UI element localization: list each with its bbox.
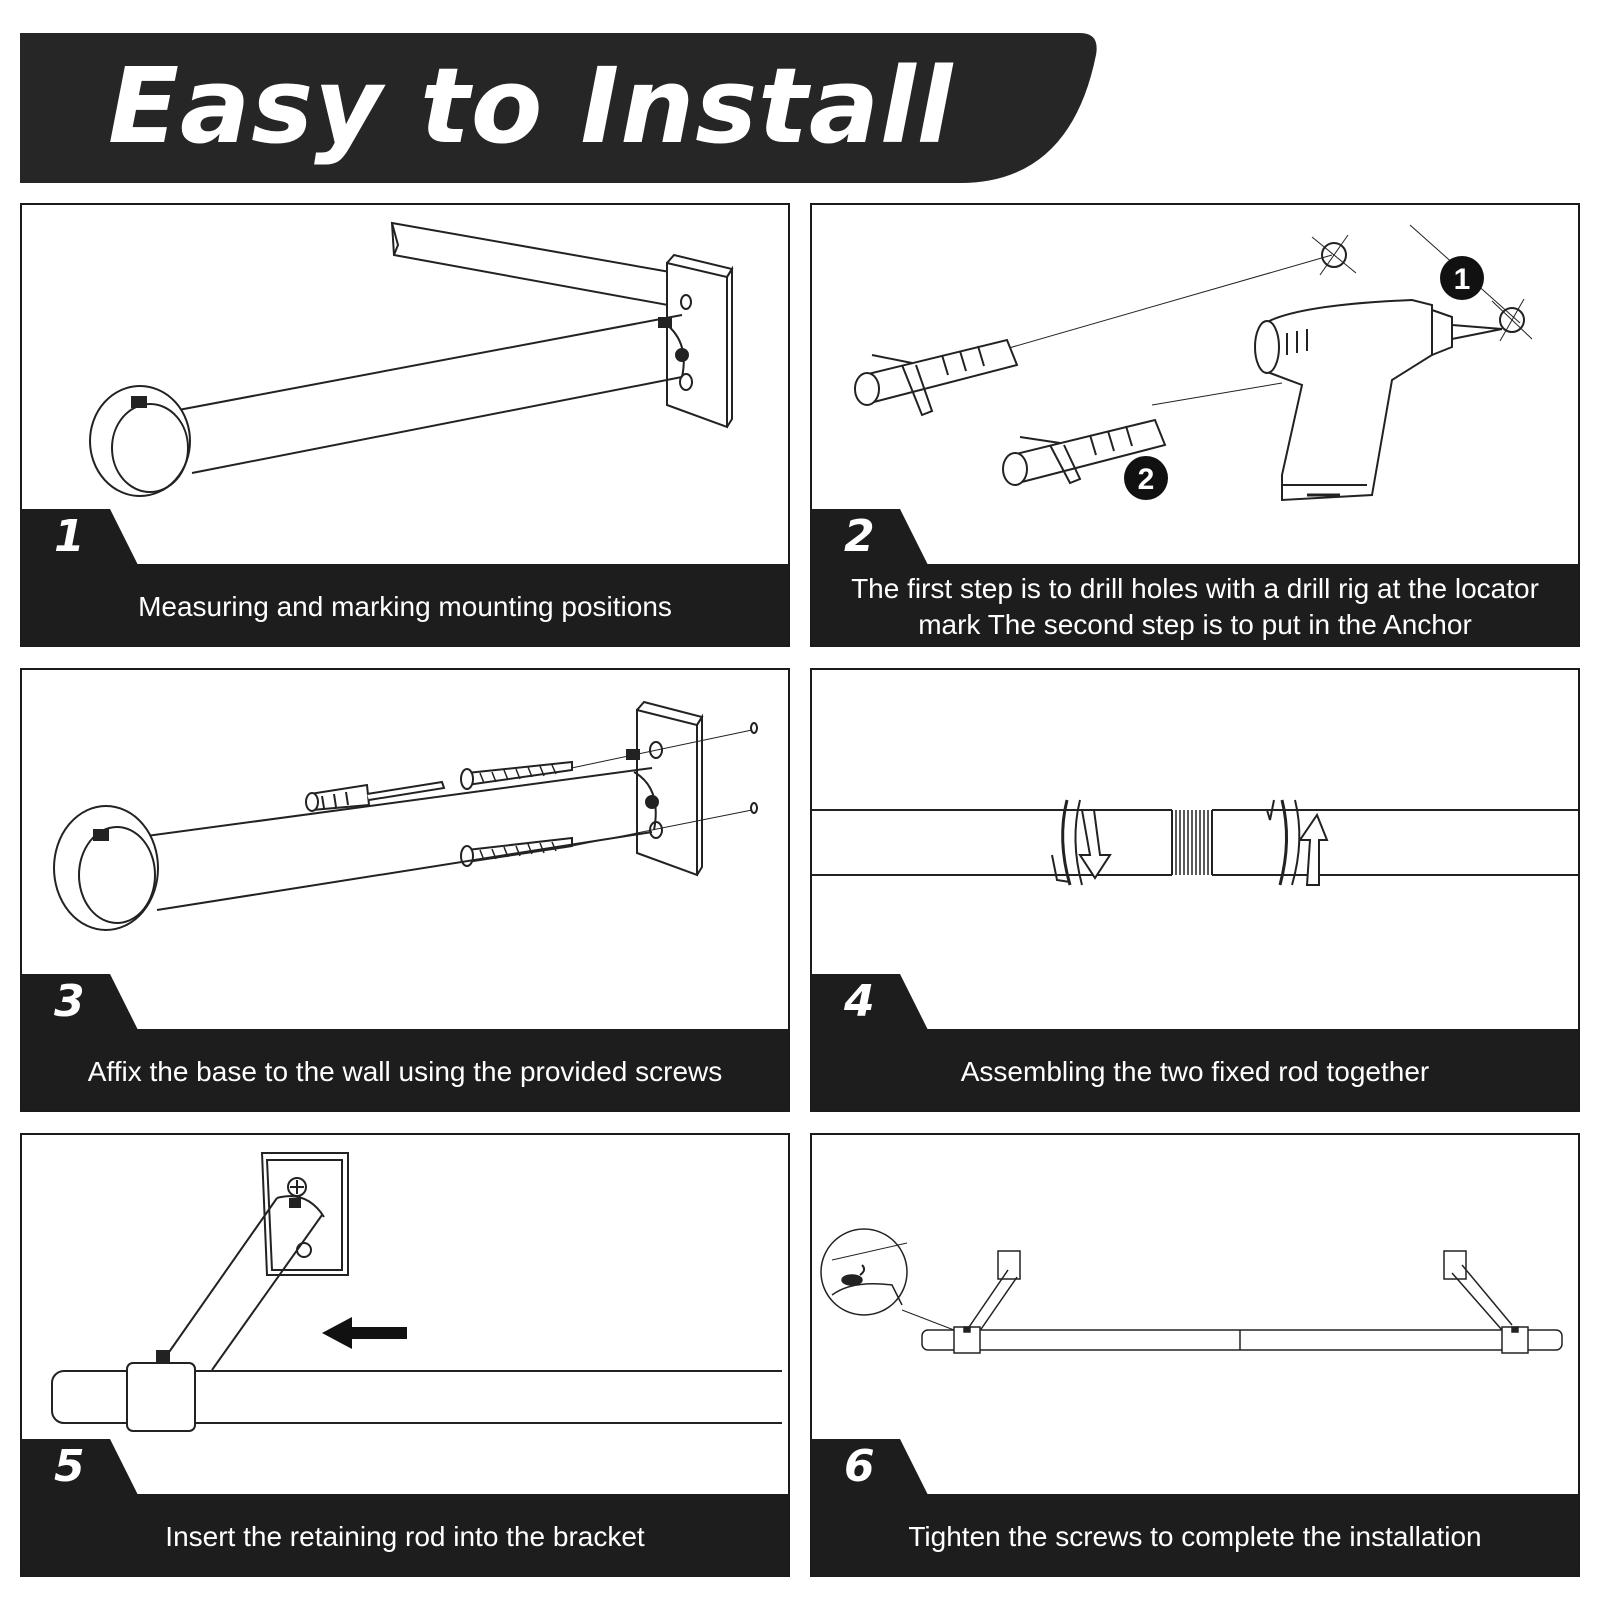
- step-number: 4: [844, 976, 875, 1027]
- step-panel-3: 3 Affix the base to the wall using the p…: [20, 668, 790, 1112]
- step-number: 6: [844, 1441, 875, 1492]
- callout-1: 1: [1454, 263, 1471, 296]
- callout-2: 2: [1138, 463, 1155, 496]
- rod-assembly-illustration: [812, 799, 1578, 886]
- callout-markers: 1 2: [1124, 256, 1484, 500]
- screw-mounting-illustration: [53, 700, 758, 931]
- step-number: 5: [54, 1441, 85, 1492]
- step-tab-shape: [812, 1439, 928, 1495]
- step-tab-shape: [22, 1439, 138, 1495]
- bracket-measuring-illustration: [89, 221, 734, 497]
- banner-shape: [20, 33, 1097, 183]
- step-caption: Insert the retaining rod into the bracke…: [22, 1494, 788, 1575]
- step-number: 1: [54, 511, 85, 562]
- step-caption: Assembling the two fixed rod together: [812, 1029, 1578, 1110]
- step-panel-6: 6 Tighten the screws to complete the ins…: [810, 1133, 1580, 1577]
- step-caption: The first step is to drill holes with a …: [812, 564, 1578, 645]
- step-panel-2: 1 2 2 The first step is to drill holes w…: [810, 203, 1580, 647]
- step-tab-shape: [812, 509, 928, 565]
- drill-anchor-illustration: 1 2: [854, 224, 1533, 502]
- rod-insertion-illustration: [51, 1152, 782, 1432]
- step-number: 2: [844, 511, 875, 562]
- step-panel-5: 5 Insert the retaining rod into the brac…: [20, 1133, 790, 1577]
- page-title: Easy to Install: [108, 45, 954, 167]
- title-banner: Easy to Install: [20, 33, 1105, 183]
- step-caption: Measuring and marking mounting positions: [22, 564, 788, 645]
- step-tab-shape: [22, 974, 138, 1030]
- completed-installation-illustration: [820, 1228, 1563, 1354]
- step-number: 3: [54, 976, 85, 1027]
- step-caption: Affix the base to the wall using the pro…: [22, 1029, 788, 1110]
- step-panel-4: 4 Assembling the two fixed rod together: [810, 668, 1580, 1112]
- step-caption: Tighten the screws to complete the insta…: [812, 1494, 1578, 1575]
- step-tab-shape: [812, 974, 928, 1030]
- step-panel-1: 1 Measuring and marking mounting positio…: [20, 203, 790, 647]
- step-tab-shape: [22, 509, 138, 565]
